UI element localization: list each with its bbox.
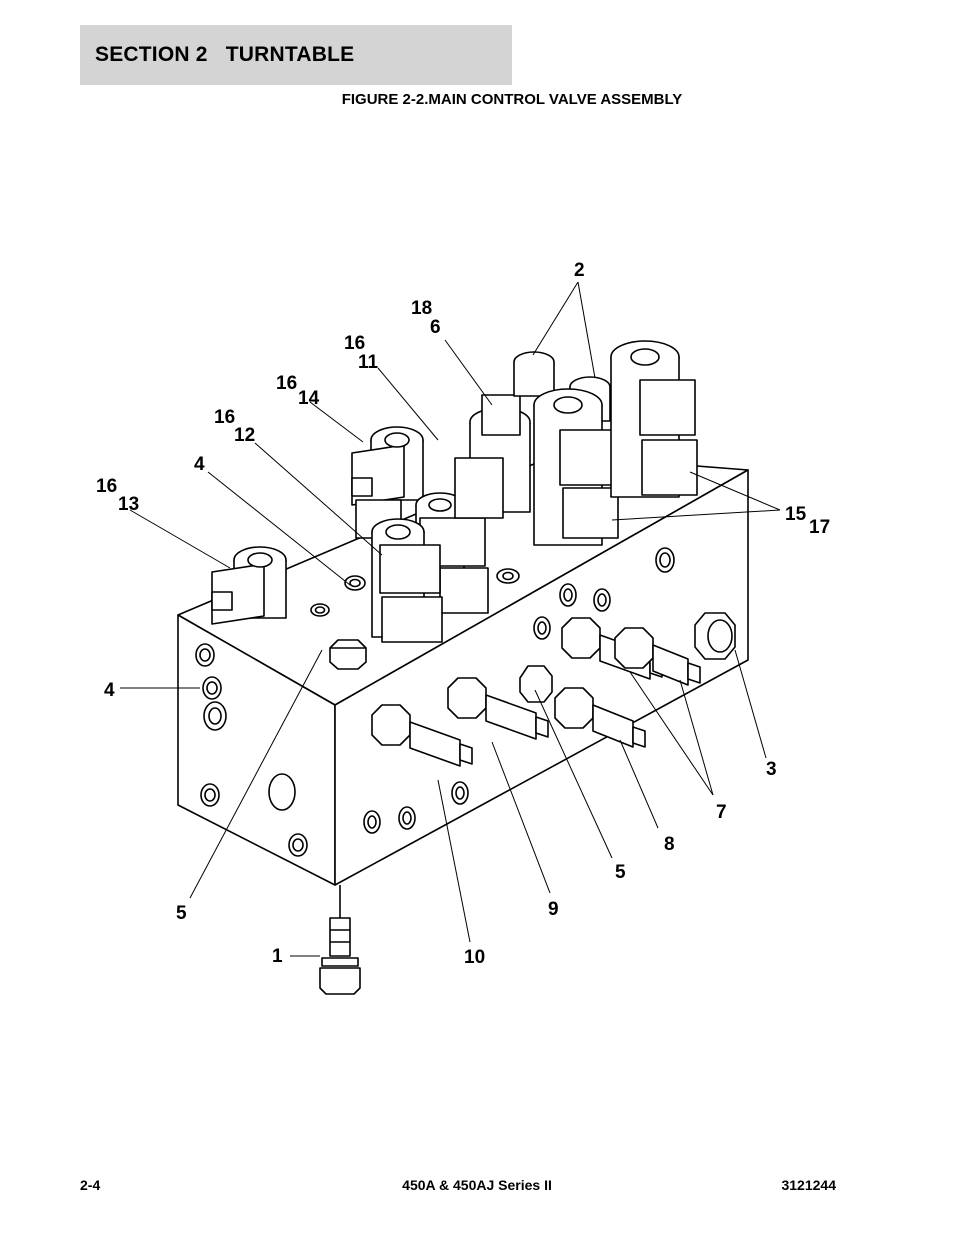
figure-caption: FIGURE 2-2.MAIN CONTROL VALVE ASSEMBLY: [341, 91, 683, 108]
callout-16: 16: [96, 476, 117, 497]
callout-13: 13: [118, 494, 139, 515]
solenoid-coils: [211, 340, 698, 643]
callout-10: 10: [464, 947, 485, 968]
side-plug: [519, 665, 553, 703]
callout-15: 15: [785, 504, 807, 525]
footer-page-number: 2-4: [80, 1177, 101, 1193]
section-header: SECTION 2 TURNTABLE: [80, 25, 512, 85]
callout-4: 4: [194, 454, 205, 475]
leader-lines: [120, 281, 781, 957]
plug-3: [694, 612, 736, 660]
callout-7: 7: [716, 802, 727, 823]
callout-14: 14: [298, 388, 320, 409]
callout-4: 4: [104, 680, 115, 701]
callout-8: 8: [664, 834, 675, 855]
side-face-ports: [363, 547, 675, 834]
callout-16: 16: [344, 333, 365, 354]
callout-5: 5: [615, 862, 626, 883]
callout-9: 9: [548, 899, 559, 920]
section-title: SECTION 2 TURNTABLE: [95, 43, 355, 66]
callout-5: 5: [176, 903, 187, 924]
callout-16: 16: [276, 373, 297, 394]
callout-17: 17: [809, 517, 830, 538]
callout-12: 12: [234, 425, 255, 446]
cartridge-valves: [371, 617, 701, 767]
callout-6: 6: [430, 317, 441, 338]
callout-1: 1: [272, 946, 283, 967]
footer-doc-number: 3121244: [781, 1177, 836, 1193]
front-face-ports: [195, 643, 308, 857]
callout-16: 16: [214, 407, 235, 428]
callout-11: 11: [358, 352, 379, 373]
relief-valve-cartridge: [319, 885, 361, 995]
top-plug: [329, 639, 367, 670]
callout-3: 3: [766, 759, 777, 780]
callout-2: 2: [574, 260, 585, 281]
callout-18: 18: [411, 298, 432, 319]
footer-model: 450A & 450AJ Series II: [402, 1177, 552, 1193]
